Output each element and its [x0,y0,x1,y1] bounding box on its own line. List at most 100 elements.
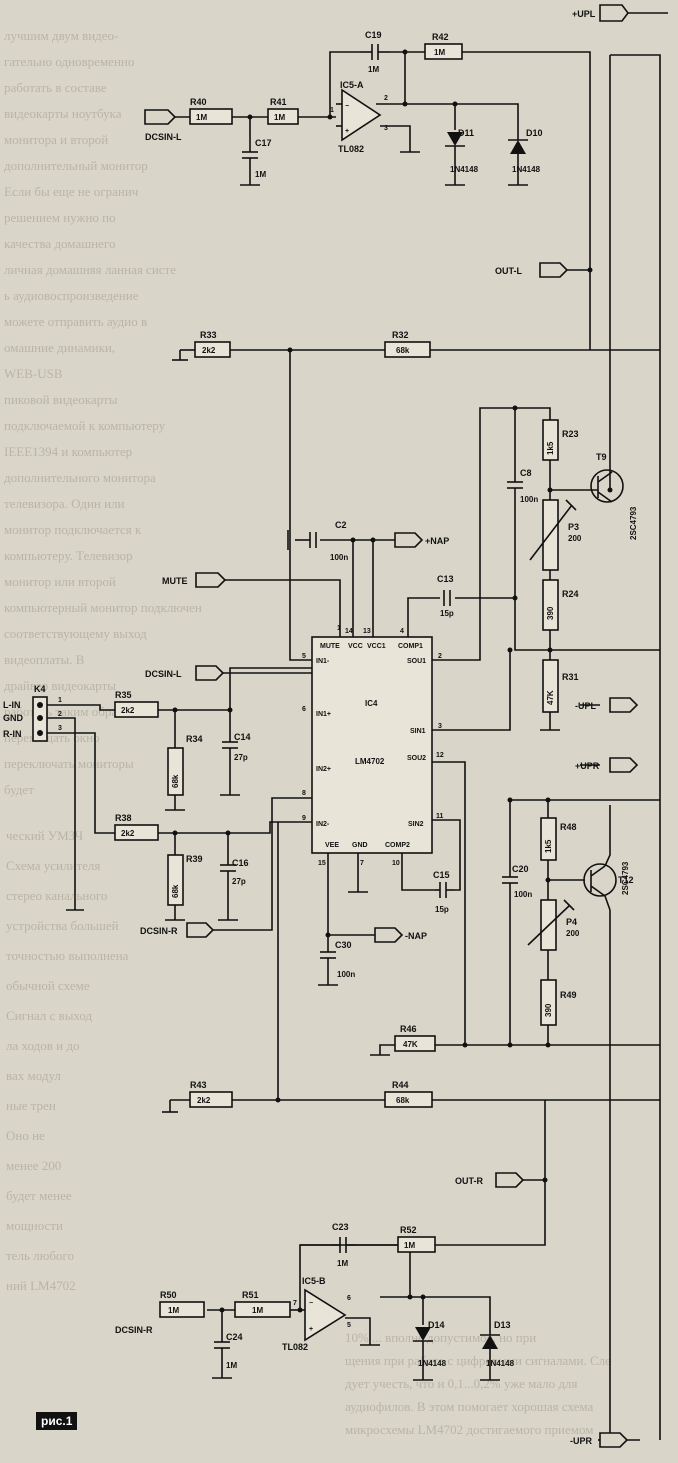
background-text-line: мощности [6,1218,63,1233]
c17-ref: C17 [255,138,272,148]
c15-value: 15p [435,905,449,914]
ic4-ref: IC4 [365,699,378,708]
svg-text:+: + [345,128,349,135]
r49-value: 390 [544,1003,553,1017]
r42-ref: R42 [432,32,449,42]
r35-value: 2k2 [121,706,135,715]
r33-ref: R33 [200,330,217,340]
background-text-line: точностью выполнена [6,948,129,963]
p3-ref: P3 [568,522,579,532]
background-text-line: лучшим двум видео- [4,28,118,43]
capacitor-plates [214,44,523,1365]
c24-ref: C24 [226,1332,243,1342]
ic4-num-in2p: 8 [302,790,306,797]
background-text-line: ческий УМЗЧ [6,828,84,843]
ic4-pin-in1n: IN1- [316,658,330,665]
net-label-mute: MUTE [162,576,188,586]
ic4-num-sou1: 2 [438,653,442,660]
net-label-out-r: OUT-R [455,1176,483,1186]
background-text-line: работать в составе [4,80,107,95]
r49-ref: R49 [560,990,577,1000]
r51-value: 1M [252,1306,263,1315]
ic4-pin-sin1: SIN1 [410,728,426,735]
figure-label: рис.1 [36,1412,78,1430]
r34-value: 68k [171,774,180,788]
ic5b-part: TL082 [282,1342,308,1352]
junction-dots [172,49,613,1313]
r39-value: 68k [171,884,180,898]
resistor-bodies [114,43,577,1318]
ic4-num-comp1: 4 [400,628,404,635]
background-text-line: обычной схеме [6,978,90,993]
r40-ref: R40 [190,97,207,107]
ic5a-pin-1: 1 [330,107,334,114]
r33-value: 2k2 [202,346,216,355]
connector-pin-3-number: 3 [58,725,62,732]
ic4-num-in2n: 9 [302,815,306,822]
c24-value: 1M [226,1361,237,1370]
r46-ref: R46 [400,1024,417,1034]
r24-value: 390 [546,606,555,620]
background-text-line: микросхемы LM4702 достигаемого приемом [345,1422,593,1437]
background-text-line: ний LM4702 [6,1278,76,1293]
ic4-body [311,636,433,854]
background-text-line: дует учесть, что и 0,1...0,2% уже мало д… [345,1376,578,1391]
r43-ref: R43 [190,1080,207,1090]
ic5b-pin-7: 7 [293,1300,297,1307]
p3-value: 200 [568,534,582,543]
opamp-symbols: −+ −+ [304,88,382,1342]
net-label-upl: +UPL [572,9,596,19]
ic4-num-vcc1: 13 [363,628,371,635]
r41-value: 1M [274,113,285,122]
background-text-line: монитор подключается к [4,522,142,537]
r44-value: 68k [396,1096,410,1105]
ic4-part: LM4702 [355,757,385,766]
background-text-line: драйвер видеокарты [4,678,116,693]
c20-ref: C20 [512,864,529,874]
background-text-line: омашние динамики, [4,340,115,355]
r43-value: 2k2 [197,1096,211,1105]
ic4-num-comp2: 10 [392,860,400,867]
background-text-line: тель любого [6,1248,74,1263]
background-text-line: устройства большей [6,918,119,933]
background-text-line: щения при работе с цифровыми сигналами. … [345,1353,611,1368]
c2-value: 100n [330,553,348,562]
net-label-upl-neg: -UPL [575,701,596,711]
r32-ref: R32 [392,330,409,340]
r40-value: 1M [196,113,207,122]
ic4-num-vee: 15 [318,860,326,867]
net-label-upr: +UPR [575,761,600,771]
t9-ref: T9 [596,452,607,462]
background-text-line: будет [4,782,34,797]
r39-ref: R39 [186,854,203,864]
c30-value: 100n [337,970,355,979]
p4-value: 200 [566,929,580,938]
c23-value: 1M [337,1259,348,1268]
r52-ref: R52 [400,1225,417,1235]
background-text-line: ь аудиовоспроизведение [4,288,139,303]
background-text-line: стерео канального [6,888,107,903]
background-text-line: Оно не [6,1128,45,1143]
background-text-line: решением нужно по [4,210,116,225]
r35-ref: R35 [115,690,132,700]
background-text-line: видеоплаты. В [4,652,85,667]
ic4-pin-sou2: SOU2 [407,755,426,762]
ic4-num-sin2: 11 [436,813,444,820]
svg-text:+: + [309,1326,313,1333]
background-text-line: переключать мониторы [4,756,134,771]
background-text-line: ные трен [6,1098,56,1113]
diode-symbols [413,130,528,1355]
c23-ref: C23 [332,1222,349,1232]
ic4-pin-comp2: COMP2 [385,842,410,849]
d14-ref: D14 [428,1320,445,1330]
r51-ref: R51 [242,1290,259,1300]
c8-value: 100n [520,495,538,504]
background-text-line: ла ходов и до [6,1038,79,1053]
r31-value: 47K [546,690,555,705]
ic4-pin-in2n: IN2- [316,821,330,828]
ic4-pin-in2p: IN2+ [316,766,331,773]
background-text-line: монитора и второй [4,132,108,147]
r34-ref: R34 [186,734,203,744]
ic5a-pin-2: 2 [384,95,388,102]
t12-ref: T12 [618,875,634,885]
